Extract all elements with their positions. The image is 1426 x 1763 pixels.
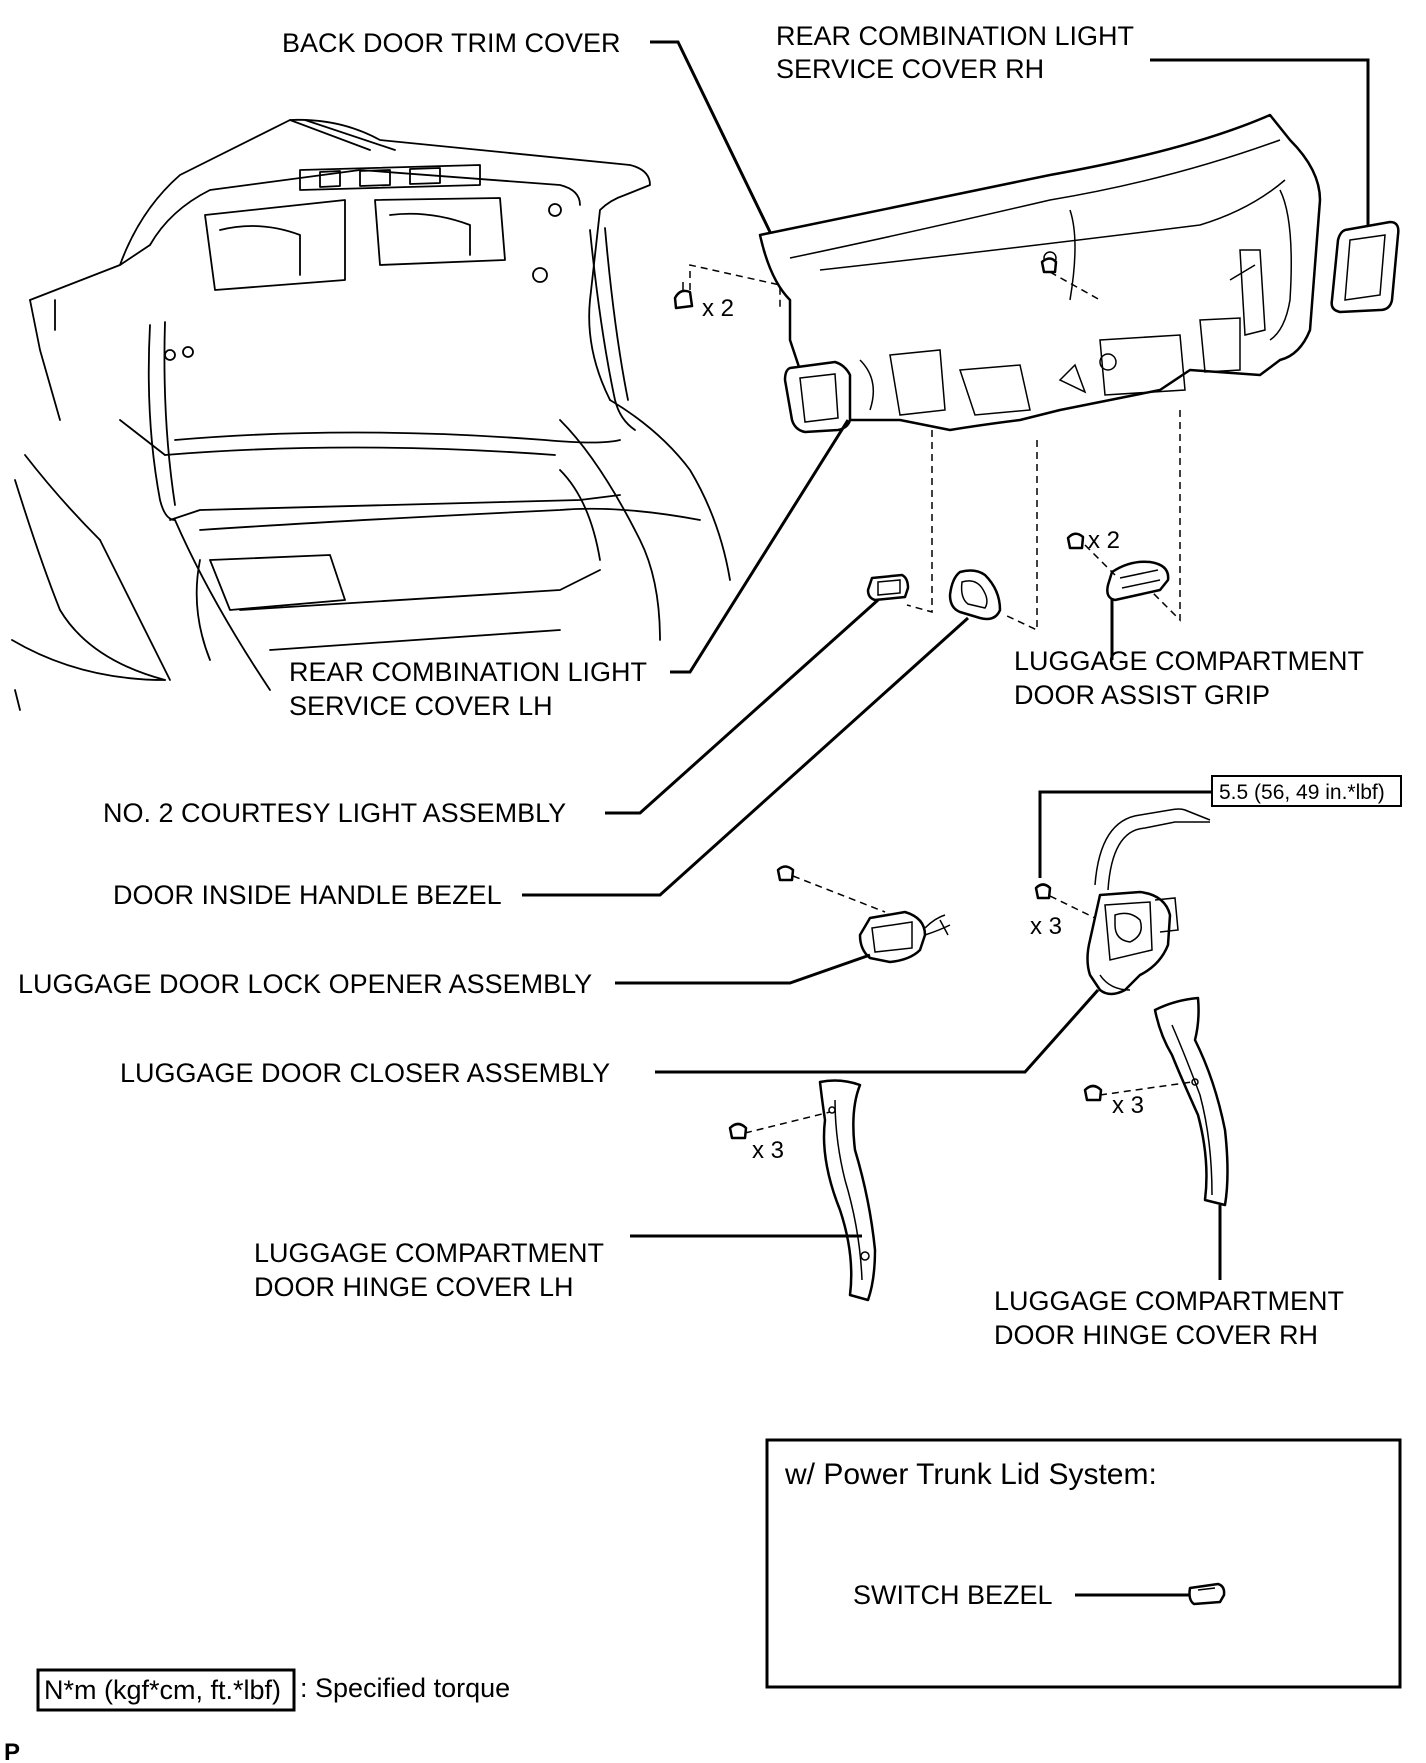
label-hinge-cover-lh-line2: DOOR HINGE COVER LH bbox=[254, 1272, 574, 1302]
qty-assist-grip-screws: x 2 bbox=[1088, 527, 1120, 554]
luggage-door-closer-illustration bbox=[1034, 808, 1211, 996]
trim-clip-icon bbox=[673, 264, 781, 310]
inset-title: w/ Power Trunk Lid System: bbox=[784, 1458, 1157, 1491]
qty-closer-bolts: x 3 bbox=[1030, 913, 1062, 940]
label-service-cover-rh-line2: SERVICE COVER RH bbox=[776, 54, 1044, 84]
torque-value: 5.5 (56, 49 in.*lbf) bbox=[1219, 781, 1385, 804]
switch-bezel-illustration bbox=[1188, 1582, 1226, 1606]
leader-line-door-closer bbox=[655, 989, 1100, 1074]
label-hinge-cover-lh-line1: LUGGAGE COMPARTMENT bbox=[254, 1238, 604, 1268]
legend-unit-box bbox=[36, 1668, 296, 1712]
leader-line-back-door-trim-cover bbox=[650, 40, 772, 233]
leader-line-torque bbox=[1038, 790, 1212, 878]
luggage-compartment-door-assist-grip-illustration bbox=[1066, 532, 1170, 602]
luggage-door-lock-opener-illustration bbox=[776, 865, 951, 964]
label-door-closer: LUGGAGE DOOR CLOSER ASSEMBLY bbox=[120, 1058, 610, 1088]
door-inside-handle-bezel-illustration bbox=[948, 569, 1002, 621]
rear-combination-light-service-cover-lh-illustration bbox=[783, 360, 852, 434]
label-door-inside-handle-bezel: DOOR INSIDE HANDLE BEZEL bbox=[113, 880, 502, 910]
qty-trim-clips: x 2 bbox=[702, 295, 734, 322]
no2-courtesy-light-illustration bbox=[866, 573, 910, 602]
trim-fastener-icon bbox=[1040, 257, 1101, 301]
legend-description: : Specified torque bbox=[300, 1673, 510, 1703]
qty-hinge-rh-clips: x 3 bbox=[1112, 1092, 1144, 1119]
label-hinge-cover-rh-line1: LUGGAGE COMPARTMENT bbox=[994, 1286, 1344, 1316]
leader-line-lock-opener bbox=[615, 953, 871, 985]
qty-hinge-lh-clips: x 3 bbox=[752, 1137, 784, 1164]
leader-line-service-cover-rh bbox=[1150, 58, 1370, 225]
label-hinge-cover-rh-line2: DOOR HINGE COVER RH bbox=[994, 1320, 1318, 1350]
leader-line-service-cover-lh bbox=[670, 419, 850, 674]
label-service-cover-rh-line1: REAR COMBINATION LIGHT bbox=[776, 21, 1134, 51]
label-back-door-trim-cover: BACK DOOR TRIM COVER bbox=[282, 28, 621, 58]
label-assist-grip-line1: LUGGAGE COMPARTMENT bbox=[1014, 646, 1364, 676]
legend-unit: N*m (kgf*cm, ft.*lbf) bbox=[44, 1675, 281, 1705]
label-service-cover-lh-line1: REAR COMBINATION LIGHT bbox=[289, 657, 647, 687]
label-assist-grip-line2: DOOR ASSIST GRIP bbox=[1014, 680, 1270, 710]
torque-value-box bbox=[1211, 775, 1402, 807]
label-switch-bezel: SWITCH BEZEL bbox=[853, 1580, 1053, 1610]
power-trunk-lid-inset-box bbox=[765, 1438, 1402, 1689]
car-trunk-illustration bbox=[11, 118, 731, 711]
label-service-cover-lh-line2: SERVICE COVER LH bbox=[289, 691, 553, 721]
alignment-line bbox=[906, 430, 933, 613]
page-code: P bbox=[4, 1739, 20, 1763]
luggage-compartment-door-hinge-cover-lh-illustration bbox=[728, 1079, 877, 1302]
label-lock-opener: LUGGAGE DOOR LOCK OPENER ASSEMBLY bbox=[18, 969, 592, 999]
rear-combination-light-service-cover-rh-illustration bbox=[1330, 220, 1400, 314]
alignment-line bbox=[1144, 410, 1181, 622]
alignment-line bbox=[1004, 440, 1038, 632]
luggage-compartment-door-hinge-cover-rh-illustration bbox=[1083, 996, 1229, 1207]
leader-line-door-inside-handle-bezel bbox=[522, 616, 970, 897]
label-courtesy-light: NO. 2 COURTESY LIGHT ASSEMBLY bbox=[103, 798, 566, 828]
leader-line-courtesy-light bbox=[605, 598, 880, 815]
